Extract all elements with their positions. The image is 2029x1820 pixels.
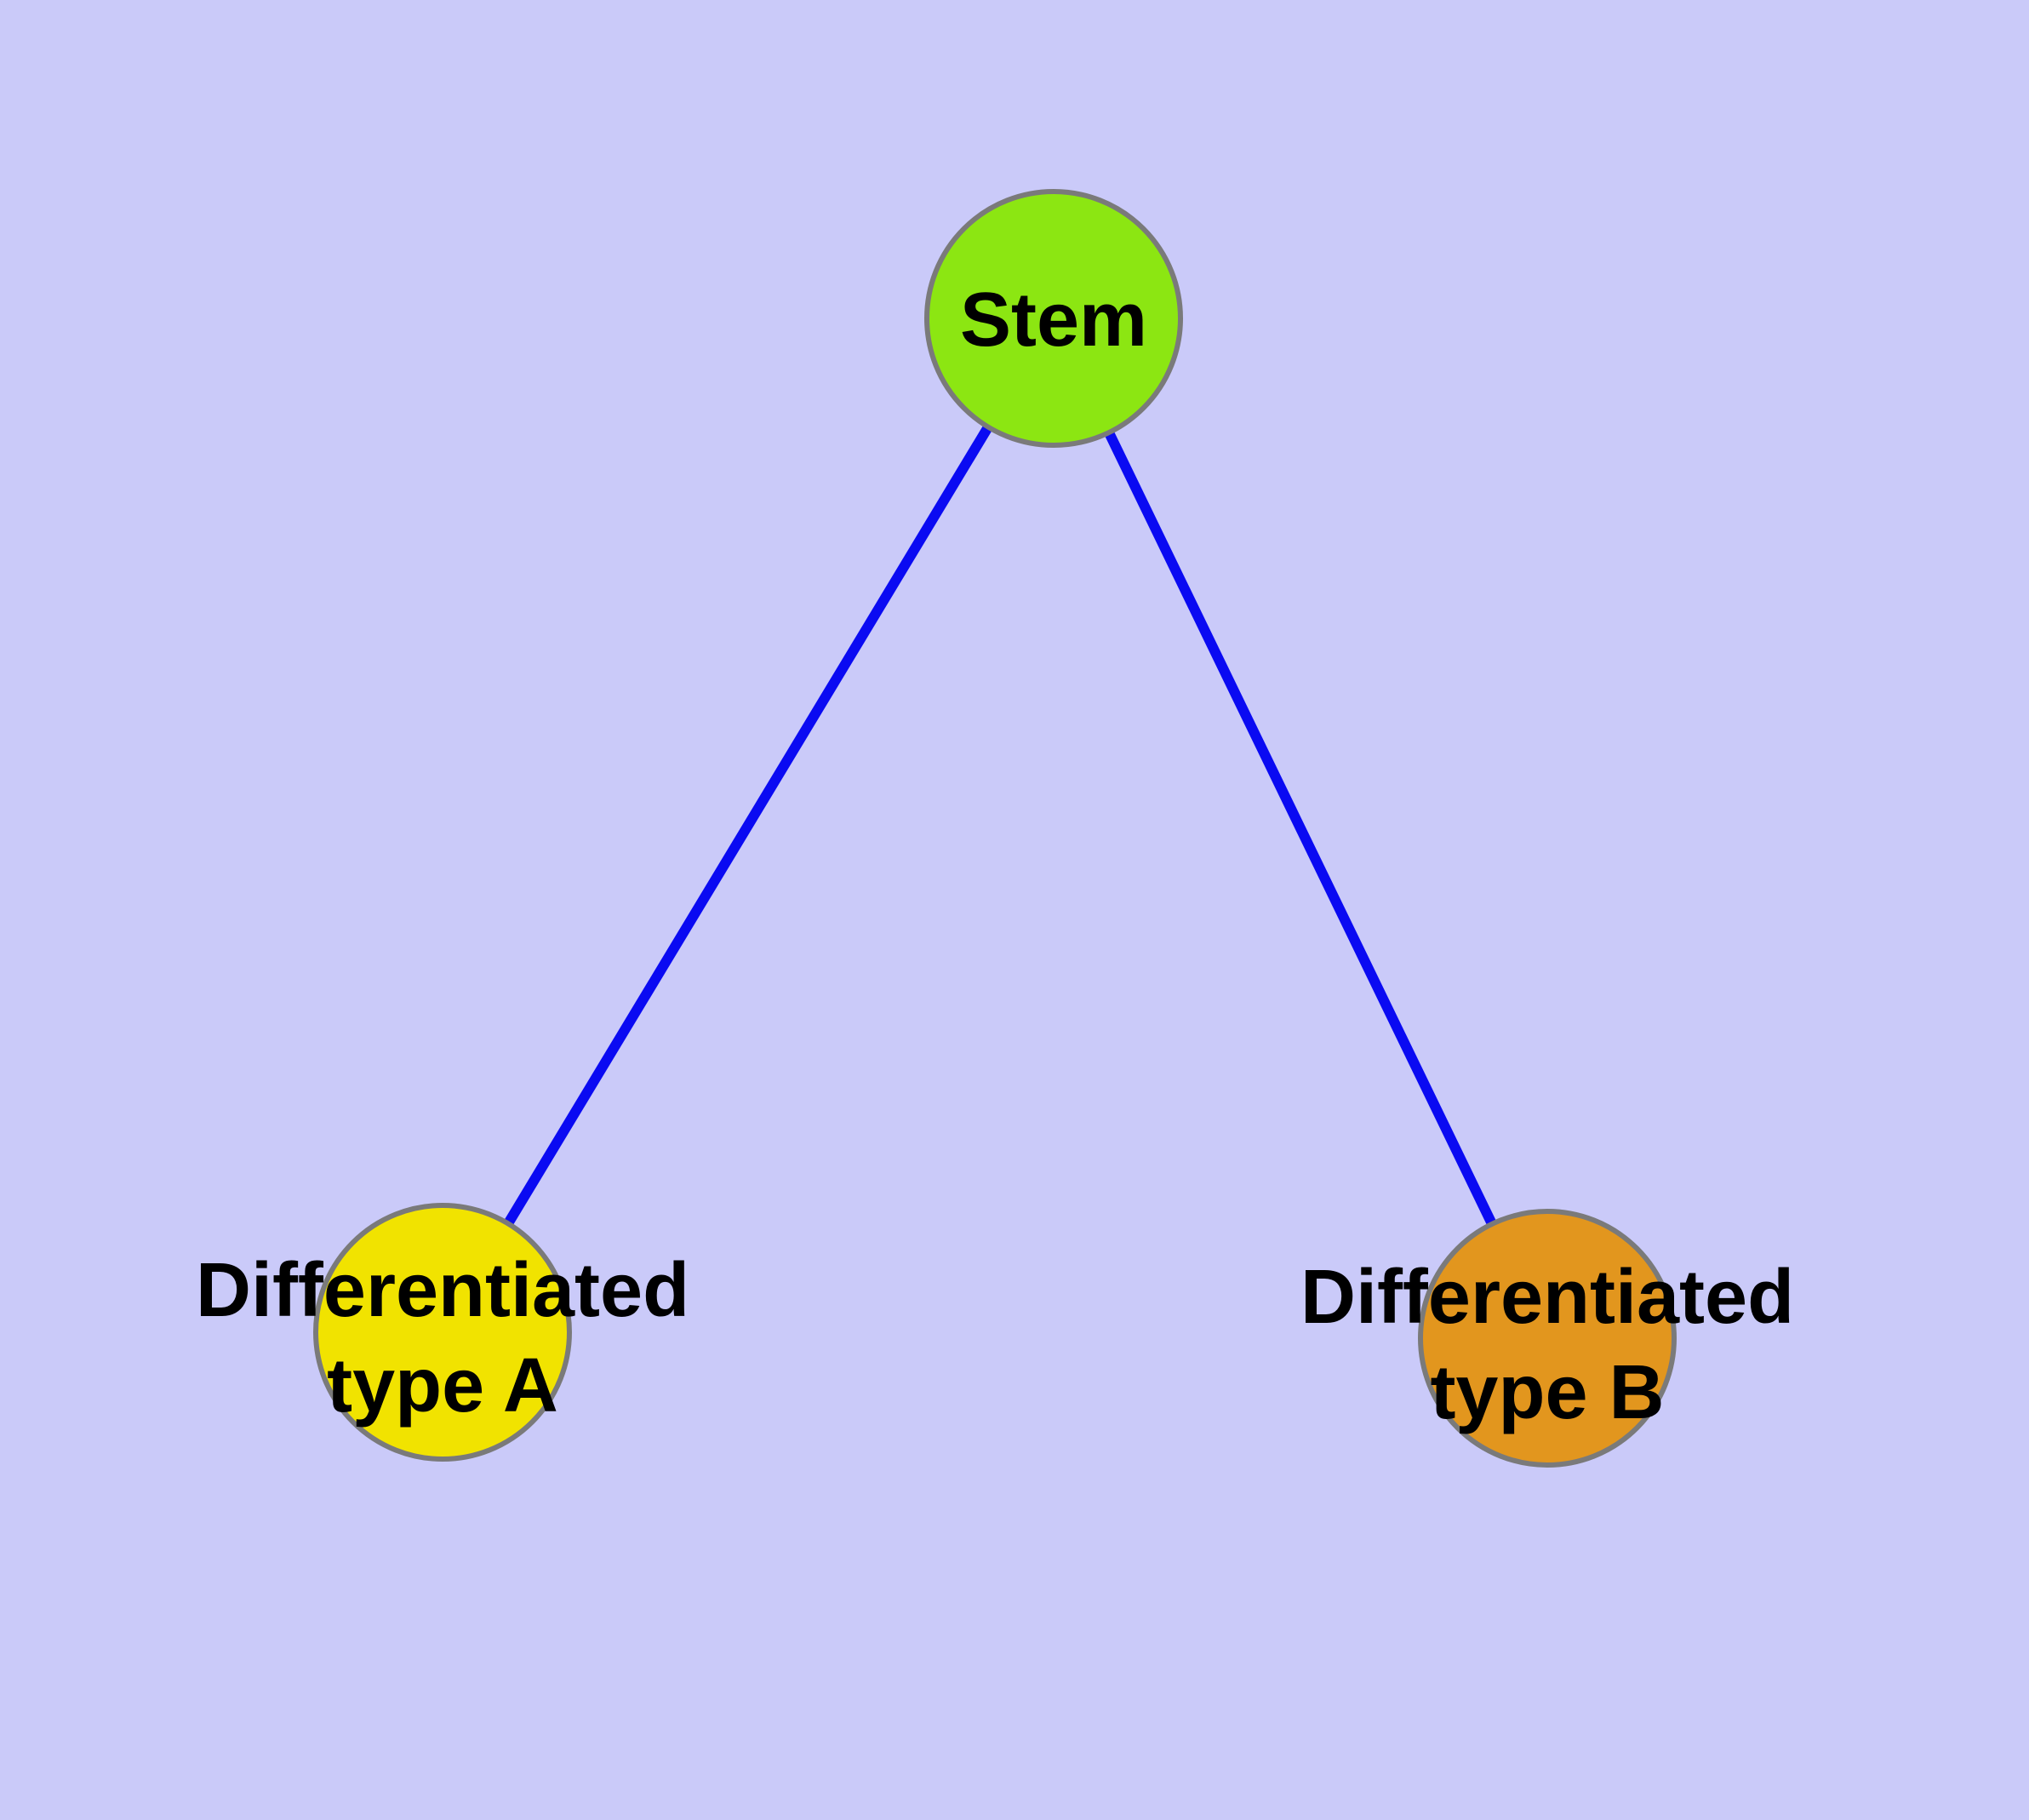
node-differentiated-type-a xyxy=(313,1203,572,1462)
node-stem xyxy=(924,189,1183,448)
edge-stem-to-type-b xyxy=(1049,316,1552,1341)
edge-stem-to-type-a xyxy=(437,315,1059,1336)
node-differentiated-type-b xyxy=(1418,1209,1677,1468)
